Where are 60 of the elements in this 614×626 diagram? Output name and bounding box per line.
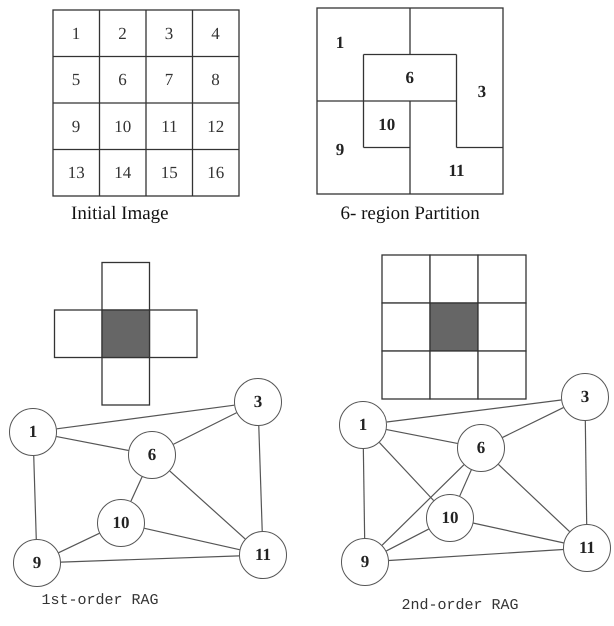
grid-number: 3 bbox=[164, 24, 174, 42]
grid-number: 2 bbox=[118, 24, 127, 42]
edge-line bbox=[386, 399, 562, 423]
region-node: 10 bbox=[426, 494, 474, 542]
edge-line bbox=[169, 470, 246, 540]
edge-line bbox=[56, 404, 234, 430]
region-number: 9 bbox=[336, 141, 344, 158]
figure-caption: 1st-order RAG bbox=[42, 592, 159, 608]
region-node: 6 bbox=[128, 431, 176, 479]
grid-number: 9 bbox=[72, 118, 80, 135]
region-node: 11 bbox=[239, 531, 287, 579]
edge-line bbox=[144, 528, 240, 550]
region-node: 9 bbox=[13, 539, 61, 587]
edge-line bbox=[258, 426, 263, 532]
region-node: 3 bbox=[561, 373, 609, 421]
edge-line bbox=[386, 528, 429, 552]
region-number: 10 bbox=[378, 116, 396, 133]
grid-number: 6 bbox=[118, 71, 127, 88]
grid-number: 8 bbox=[211, 71, 220, 88]
grid-number: 16 bbox=[207, 164, 224, 182]
edge-line bbox=[502, 407, 564, 438]
edge-line bbox=[378, 442, 434, 501]
grid-number: 11 bbox=[161, 118, 178, 135]
edge-line bbox=[56, 436, 129, 452]
edge-line bbox=[584, 421, 588, 524]
edge-line bbox=[498, 464, 570, 532]
region-number: 11 bbox=[448, 162, 465, 180]
grid-number: 13 bbox=[68, 164, 85, 182]
region-node: 6 bbox=[457, 424, 505, 472]
region-node: 10 bbox=[97, 499, 145, 547]
grid-number: 12 bbox=[207, 118, 224, 135]
grid-number: 1 bbox=[72, 24, 80, 42]
region-number: 3 bbox=[478, 83, 486, 100]
figure-caption: 2nd-order RAG bbox=[402, 598, 519, 612]
grid-number: 10 bbox=[114, 118, 132, 135]
edge-line bbox=[386, 429, 458, 444]
region-node: 3 bbox=[234, 378, 282, 426]
figure-caption: Initial Image bbox=[71, 204, 169, 222]
region-node: 11 bbox=[563, 524, 611, 572]
edge-line bbox=[473, 522, 564, 544]
figure-caption: 6- region Partition bbox=[340, 204, 480, 222]
grid-number: 5 bbox=[72, 71, 80, 88]
grid-number: 7 bbox=[164, 71, 174, 88]
edge-line bbox=[60, 555, 240, 563]
grid-number: 14 bbox=[114, 164, 132, 182]
region-node: 9 bbox=[341, 538, 389, 586]
region-node: 1 bbox=[339, 401, 387, 449]
edge-line bbox=[382, 464, 464, 546]
edge-line bbox=[459, 470, 472, 496]
region-node: 1 bbox=[9, 408, 57, 456]
region-number: 6 bbox=[406, 69, 414, 86]
edge-line bbox=[173, 412, 237, 445]
grid-number: 4 bbox=[211, 24, 220, 42]
region-number: 1 bbox=[336, 34, 344, 52]
grid-number: 15 bbox=[160, 164, 178, 182]
edge-line bbox=[130, 476, 143, 502]
edge-line bbox=[33, 456, 37, 540]
edge-line bbox=[362, 448, 366, 538]
edge-line bbox=[388, 548, 564, 562]
edge-line bbox=[58, 532, 100, 554]
